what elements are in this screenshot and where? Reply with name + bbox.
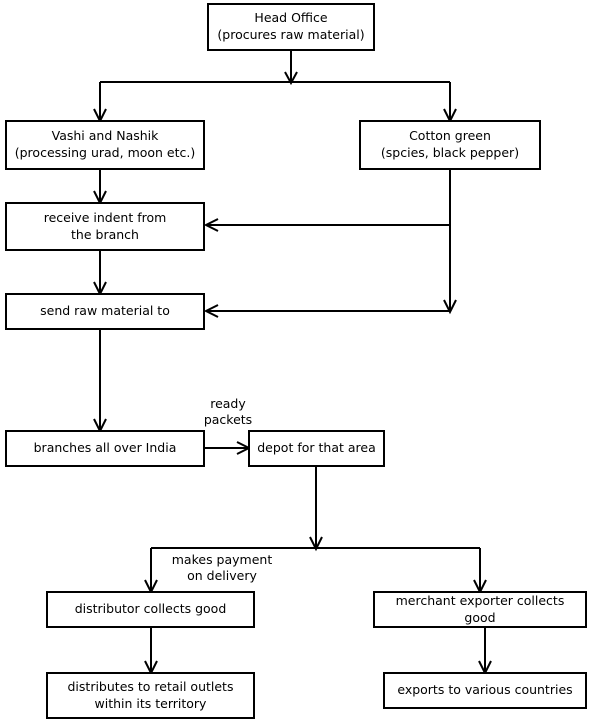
node-send-raw-material-label: send raw material to	[40, 303, 170, 319]
node-receive-indent[interactable]: receive indent from the branch	[5, 202, 205, 251]
node-head-office-label: Head Office (procures raw material)	[217, 10, 365, 42]
node-merchant-exporter[interactable]: merchant exporter collects good	[373, 591, 587, 628]
node-cotton-green[interactable]: Cotton green (spcies, black pepper)	[359, 120, 541, 170]
node-vashi-nashik[interactable]: Vashi and Nashik (processing urad, moon …	[5, 120, 205, 170]
node-distributes-retail-label: distributes to retail outlets within its…	[67, 678, 234, 711]
node-exports-countries[interactable]: exports to various countries	[383, 672, 587, 709]
arrowhead-cottongreen-to-receive	[203, 218, 219, 232]
node-depot-area[interactable]: depot for that area	[248, 430, 385, 467]
node-head-office[interactable]: Head Office (procures raw material)	[207, 3, 375, 51]
node-send-raw-material[interactable]: send raw material to	[5, 293, 205, 330]
node-vashi-nashik-label: Vashi and Nashik (processing urad, moon …	[14, 128, 196, 160]
node-distributor-collects-label: distributor collects good	[74, 601, 227, 617]
node-depot-area-label: depot for that area	[257, 440, 376, 456]
node-branches-india-label: branches all over India	[33, 440, 177, 456]
node-receive-indent-label: receive indent from the branch	[43, 209, 167, 242]
edge-label-makes-payment: makes payment on delivery	[166, 552, 278, 585]
node-branches-india[interactable]: branches all over India	[5, 430, 205, 467]
node-distributes-retail[interactable]: distributes to retail outlets within its…	[46, 672, 255, 719]
arrowhead-cottongreen-to-sendraw	[203, 304, 219, 318]
edge-label-ready-packets: ready packets	[198, 396, 258, 429]
node-distributor-collects[interactable]: distributor collects good	[46, 591, 255, 628]
node-merchant-exporter-label: merchant exporter collects good	[395, 592, 565, 625]
node-cotton-green-label: Cotton green (spcies, black pepper)	[380, 128, 520, 160]
node-exports-countries-label: exports to various countries	[397, 682, 573, 698]
